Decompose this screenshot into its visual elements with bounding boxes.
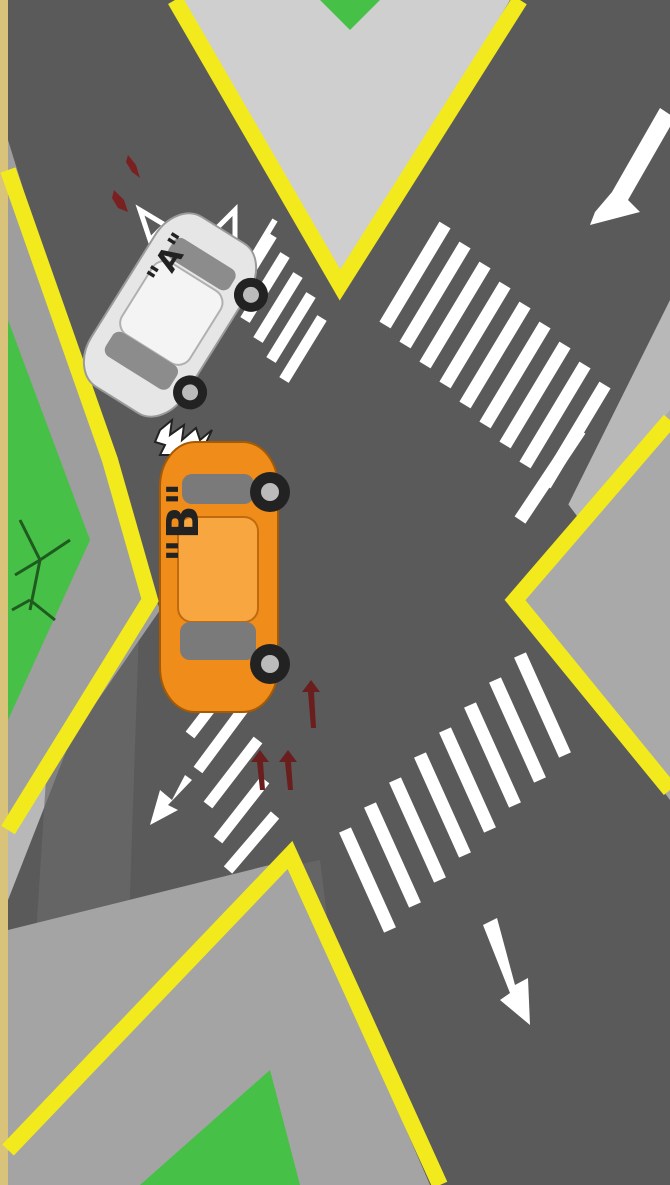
car-b-windshield xyxy=(180,622,256,660)
car-b: "B" xyxy=(158,442,290,712)
car-b-label: "B" xyxy=(158,483,209,562)
